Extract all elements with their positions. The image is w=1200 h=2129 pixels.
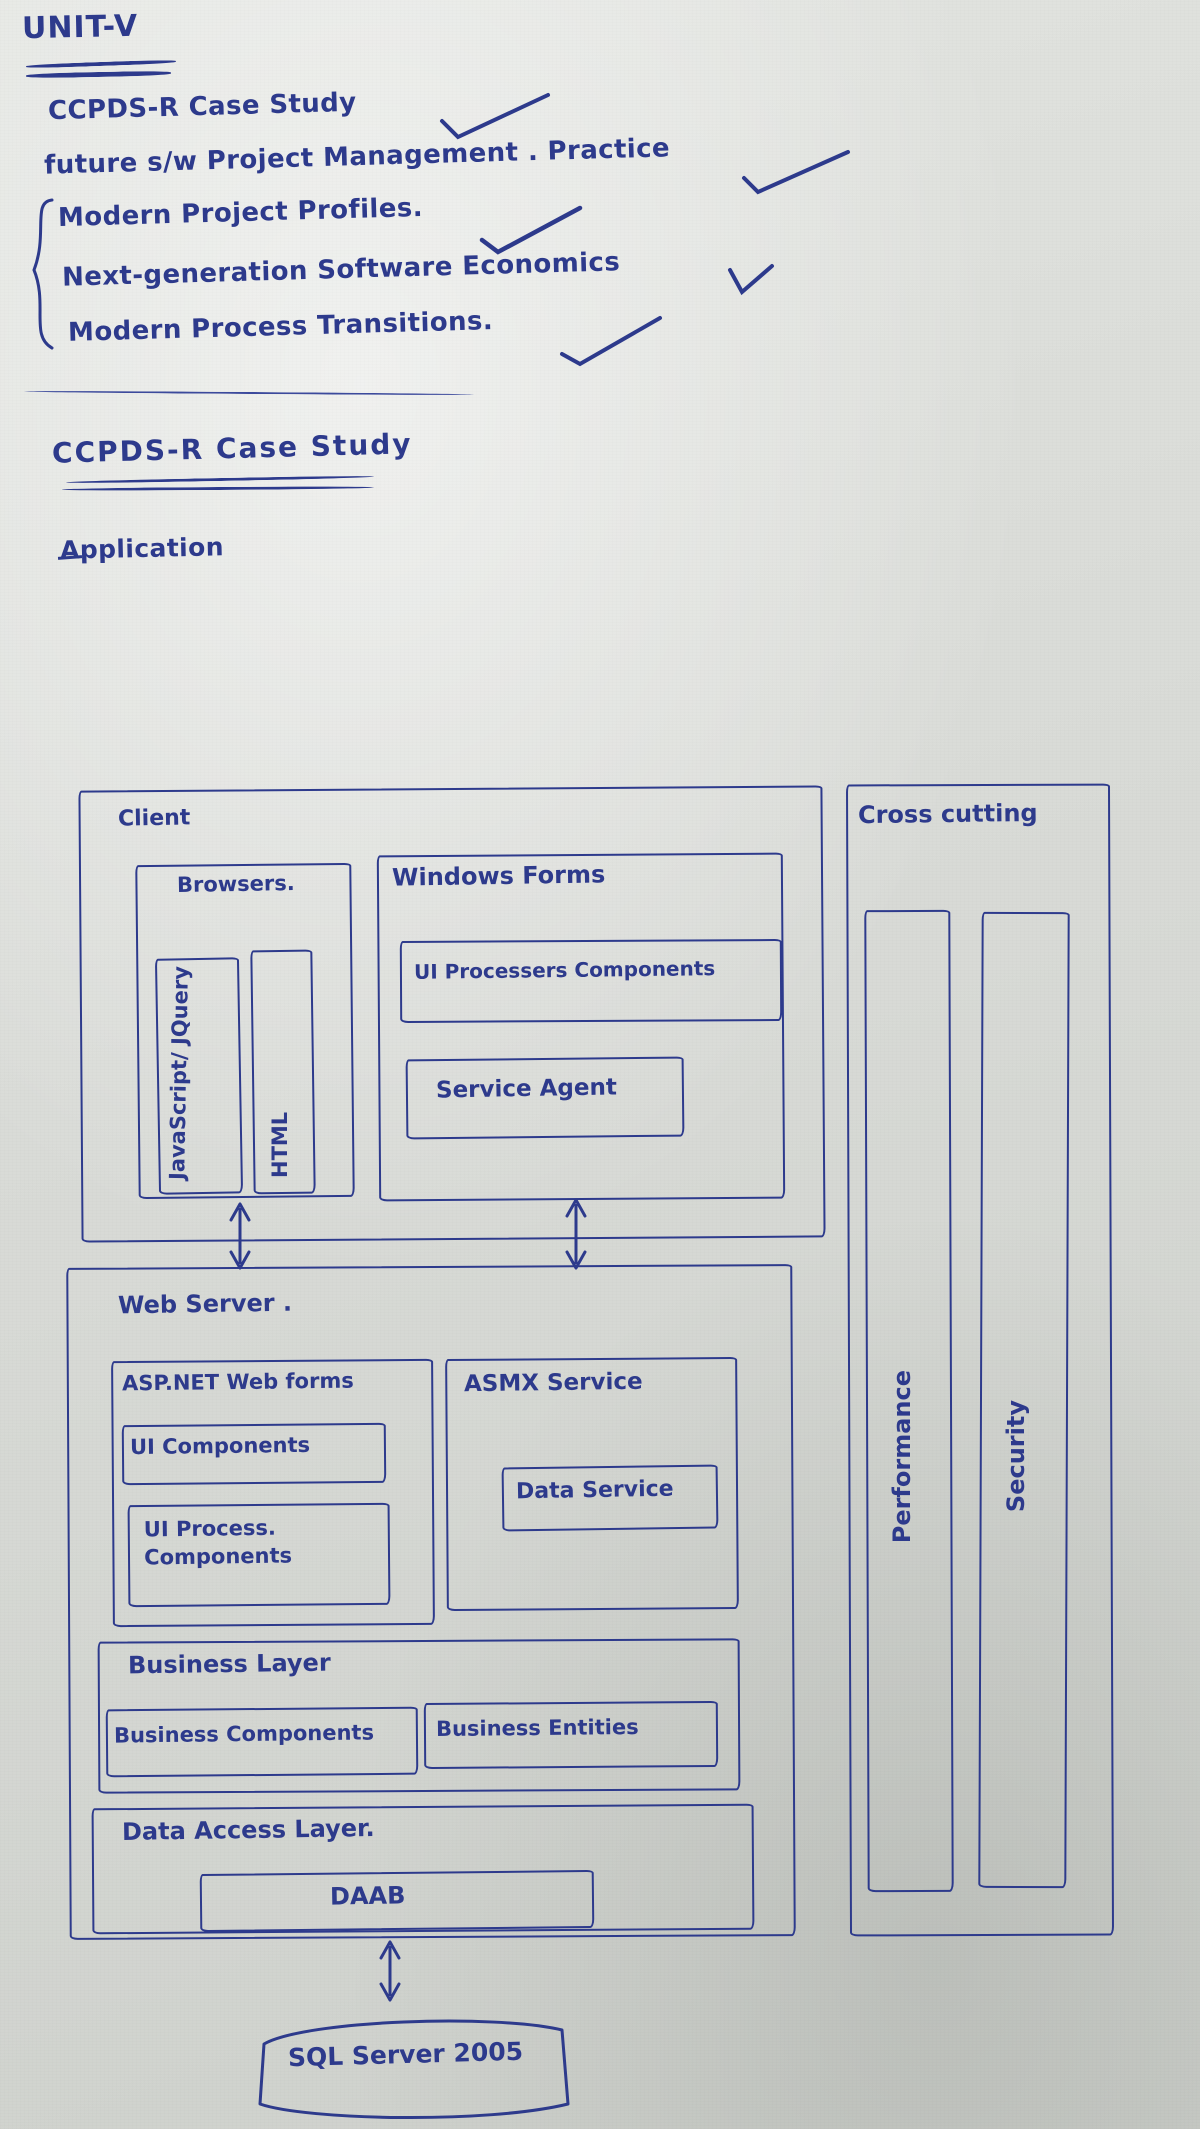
cross-cutting-label: Cross cutting — [857, 798, 1038, 830]
section-divider — [23, 390, 475, 396]
application-label: Application — [59, 532, 225, 565]
performance-label: Performance — [888, 1370, 916, 1544]
arrow-browsers-webserver — [222, 1200, 262, 1272]
section-title-underline-bottom — [61, 485, 375, 492]
ui-processers-components-label: UI Processers Components — [413, 956, 716, 984]
section-title: CCPDS-R Case Study — [51, 427, 413, 470]
data-service-label: Data Service — [515, 1476, 674, 1505]
service-agent-label: Service Agent — [435, 1074, 618, 1104]
title-underline-top — [25, 59, 177, 69]
group-brace-icon — [18, 196, 64, 356]
aspnet-web-forms-label: ASP.NET Web forms — [121, 1368, 354, 1396]
topic-item-1: future s/w Project Management . Practice — [43, 133, 671, 181]
daab-label: DAAB — [329, 1881, 406, 1911]
checkmark-icon-4 — [560, 316, 670, 373]
checkmark-icon-1 — [742, 150, 862, 210]
database-shape — [246, 2008, 586, 2122]
arrow-dal-database — [372, 1938, 412, 2006]
checkmark-icon-3 — [728, 262, 788, 306]
section-title-underline-top — [65, 475, 375, 484]
business-layer-label: Business Layer — [127, 1648, 331, 1680]
business-entities-label: Business Entities — [435, 1714, 639, 1742]
windows-forms-label: Windows Forms — [391, 860, 606, 892]
data-access-layer-label: Data Access Layer. — [121, 1814, 375, 1846]
javascript-jquery-label: JavaScript/ JQuery — [165, 965, 193, 1181]
topic-item-2: Modern Project Profiles. — [57, 192, 424, 234]
checkmark-icon-0 — [440, 93, 560, 155]
page-title: UNIT-V — [21, 8, 139, 47]
client-label: Client — [117, 805, 191, 832]
asmx-service-label: ASMX Service — [463, 1368, 643, 1398]
ui-components-label: UI Components — [129, 1432, 311, 1460]
business-components-label: Business Components — [113, 1720, 375, 1748]
arrow-windowsforms-webserver — [558, 1196, 598, 1272]
checkmark-icon-2 — [479, 205, 590, 263]
browsers-label: Browsers. — [176, 870, 295, 898]
web-server-label: Web Server . — [117, 1288, 293, 1320]
html-label: HTML — [268, 1111, 292, 1178]
topic-item-0: CCPDS-R Case Study — [47, 87, 357, 127]
topic-item-4: Modern Process Transitions. — [67, 306, 494, 348]
windows-forms-box — [376, 852, 786, 1202]
security-label: Security — [1002, 1400, 1030, 1513]
ui-process-components-label: UI Process. Components — [143, 1515, 293, 1570]
title-underline-bottom — [25, 70, 172, 79]
